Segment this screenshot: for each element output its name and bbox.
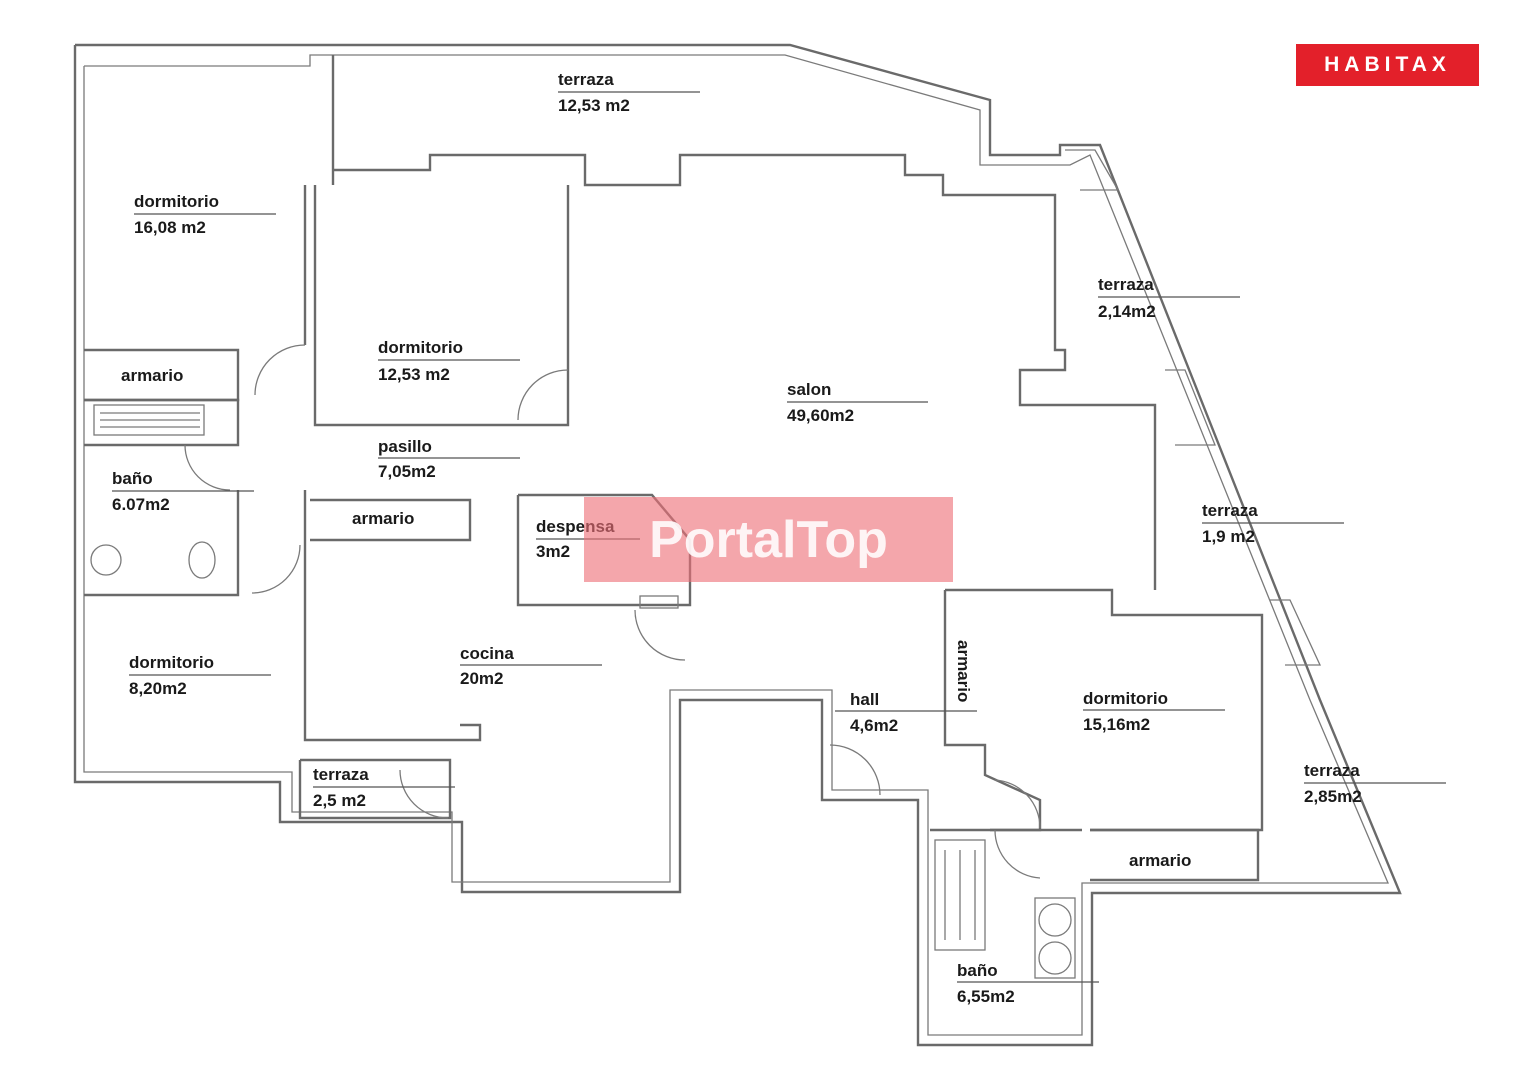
- room-name: dormitorio: [129, 653, 214, 672]
- room-name: armario: [352, 509, 414, 528]
- room-name: terraza: [1304, 761, 1360, 780]
- room-name: cocina: [460, 644, 514, 663]
- sink-icon: [1038, 941, 1072, 975]
- room-area: 12,53 m2: [558, 96, 630, 115]
- room-name: dormitorio: [1083, 689, 1168, 708]
- room-area: 12,53 m2: [378, 365, 450, 384]
- room-name: terraza: [313, 765, 369, 784]
- room-labels: terraza 12,53 m2 dormitorio 16,08 m2 dor…: [112, 70, 1362, 1006]
- sink-icon: [90, 544, 122, 576]
- room-area: 6.07m2: [112, 495, 170, 514]
- sink-icon: [1038, 903, 1072, 937]
- room-name: terraza: [1202, 501, 1258, 520]
- room-area: 2,5 m2: [313, 791, 366, 810]
- room-name: terraza: [1098, 275, 1154, 294]
- room-name: dormitorio: [378, 338, 463, 357]
- room-name: baño: [957, 961, 998, 980]
- room-area: 8,20m2: [129, 679, 187, 698]
- room-area: 7,05m2: [378, 462, 436, 481]
- portaltop-watermark: PortalTop: [584, 497, 953, 582]
- toilet-icon: [188, 541, 216, 579]
- room-name: armario: [121, 366, 183, 385]
- room-name: pasillo: [378, 437, 432, 456]
- room-area: 16,08 m2: [134, 218, 206, 237]
- room-name: dormitorio: [134, 192, 219, 211]
- interior-walls: [84, 55, 1322, 882]
- fixtures: [90, 404, 1076, 979]
- room-area: 20m2: [460, 669, 503, 688]
- room-name: terraza: [558, 70, 614, 89]
- room-area: 1,9 m2: [1202, 527, 1255, 546]
- room-name: salon: [787, 380, 831, 399]
- room-area: 3m2: [536, 542, 570, 561]
- room-area: 4,6m2: [850, 716, 898, 735]
- room-area: 6,55m2: [957, 987, 1015, 1006]
- room-area: 2,85m2: [1304, 787, 1362, 806]
- room-area: 2,14m2: [1098, 302, 1156, 321]
- room-name: armario: [1129, 851, 1191, 870]
- room-name: armario: [954, 640, 973, 702]
- door-swings: [184, 344, 1041, 879]
- room-name: baño: [112, 469, 153, 488]
- habitax-logo: HABITAX: [1296, 44, 1479, 86]
- room-name: hall: [850, 690, 879, 709]
- room-area: 15,16m2: [1083, 715, 1150, 734]
- room-area: 49,60m2: [787, 406, 854, 425]
- label-underlines: [112, 91, 1446, 983]
